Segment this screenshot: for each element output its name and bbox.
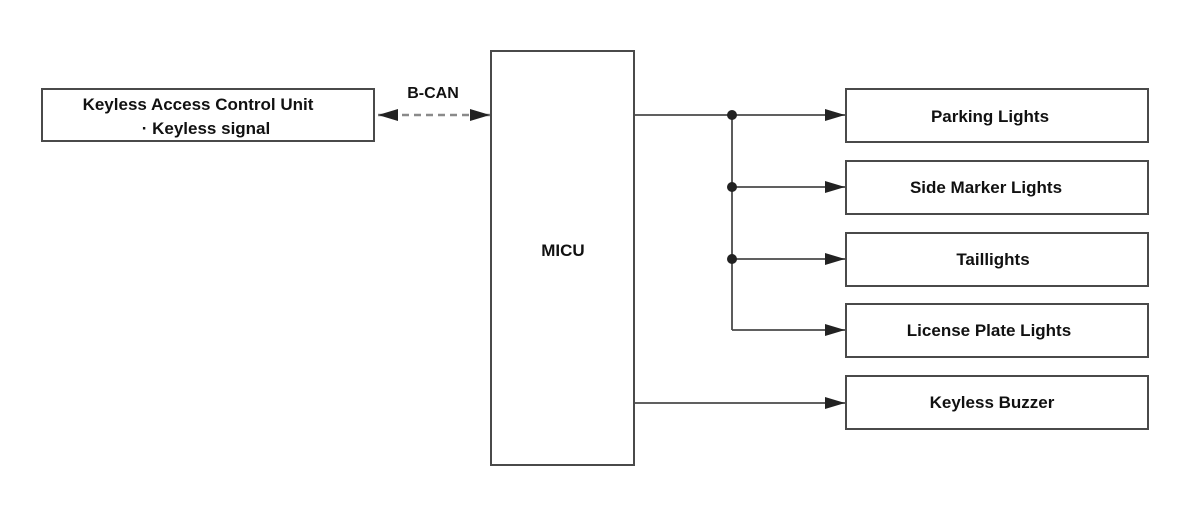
junction-dot: [727, 182, 737, 192]
junction-dot: [727, 254, 737, 264]
output-box-license-plate-lights: License Plate Lights: [845, 303, 1149, 358]
keyless-access-control-unit-box: Keyless Access Control Unit · Keyless si…: [41, 88, 375, 142]
micu-box: MICU: [490, 50, 635, 466]
keyless-access-control-unit-label: Keyless Access Control Unit: [83, 95, 314, 114]
output-box-parking-lights: Parking Lights: [845, 88, 1149, 143]
parking-lights-label: Parking Lights: [931, 107, 1049, 126]
output-box-taillights: Taillights: [845, 232, 1149, 287]
output-box-keyless-buzzer: Keyless Buzzer: [845, 375, 1149, 430]
b-can-link: B-CAN: [378, 85, 490, 121]
keyless-signal-label: · Keyless signal: [142, 119, 271, 138]
output-box-side-marker-lights: Side Marker Lights: [845, 160, 1149, 215]
license-plate-lights-label: License Plate Lights: [907, 321, 1071, 340]
junction-dot: [727, 110, 737, 120]
lighting-connector-lines: [634, 109, 845, 336]
taillights-label: Taillights: [956, 250, 1029, 269]
b-can-label: B-CAN: [407, 85, 459, 102]
side-marker-lights-label: Side Marker Lights: [910, 178, 1062, 197]
micu-label: MICU: [541, 241, 584, 260]
keyless-buzzer-label: Keyless Buzzer: [930, 393, 1055, 412]
